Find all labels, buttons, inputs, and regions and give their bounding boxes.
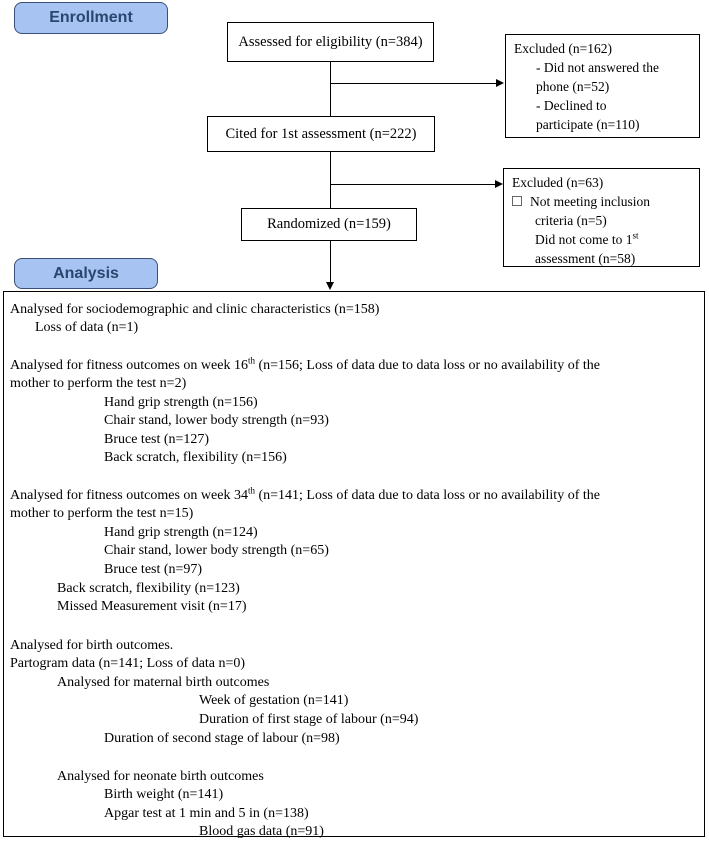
analysis-line: Analysed for sociodemographic and clinic…: [10, 302, 380, 317]
analysis-item: Duration of second stage of labour (n=98…: [104, 731, 340, 746]
analysis-label-text: Analysis: [53, 264, 119, 282]
superscript: th: [247, 485, 255, 496]
connector-exclusion-1: [330, 83, 496, 84]
analysis-line: mother to perform the test n=2): [10, 376, 187, 391]
analysis-item: Chair stand, lower body strength (n=65): [104, 543, 329, 558]
randomized-text: Randomized (n=159): [267, 216, 391, 232]
excluded-2-line: Not meeting inclusion: [512, 192, 691, 211]
analysis-line: Partogram data (n=141; Loss of data n=0): [10, 656, 246, 671]
analysis-item: Hand grip strength (n=124): [104, 525, 258, 540]
analysis-text: Analysed for fitness outcomes on week 16: [10, 358, 248, 373]
analysis-item: Week of gestation (n=141): [199, 693, 349, 708]
connector-1: [330, 62, 331, 116]
arrow-exclusion-2: [495, 180, 503, 188]
excluded-1-line: phone (n=52): [536, 79, 610, 94]
arrow-exclusion-1: [496, 79, 504, 87]
connector-2: [330, 152, 331, 208]
excluded-2-line: assessment (n=58): [535, 251, 636, 266]
excluded-1-line: - Did not answered the: [536, 60, 659, 75]
assessed-box: Assessed for eligibility (n=384): [227, 22, 434, 62]
excluded-box-1: Excluded (n=162) - Did not answered the …: [505, 34, 700, 138]
analysis-text: Analysed for fitness outcomes on week 34: [10, 488, 248, 503]
analysis-item: Analysed for maternal birth outcomes: [57, 675, 270, 690]
analysis-line: Loss of data (n=1): [35, 320, 139, 335]
excluded-2-line: criteria (n=5): [535, 213, 607, 228]
excluded-box-2: Excluded (n=63) Not meeting inclusion cr…: [503, 168, 700, 267]
analysis-text: (n=156; Loss of data due to data loss or…: [254, 358, 600, 373]
excluded-1-line: - Declined to: [536, 98, 607, 113]
analysis-line: Analysed for fitness outcomes on week 16…: [10, 355, 600, 375]
excluded-2-line: Did not come to 1st: [512, 230, 691, 249]
analysis-item: Missed Measurement visit (n=17): [57, 599, 247, 614]
cited-text: Cited for 1st assessment (n=222): [225, 125, 417, 142]
analysis-item: Bruce test (n=97): [104, 562, 203, 577]
analysis-box: Analysed for sociodemographic and clinic…: [3, 291, 705, 839]
analysis-item: Back scratch, flexibility (n=156): [104, 450, 287, 465]
analysis-item: Bruce test (n=127): [104, 432, 210, 447]
connector-3: [330, 241, 331, 283]
excluded-2-title: Excluded (n=63): [512, 175, 604, 190]
superscript: th: [247, 355, 255, 366]
analysis-item: Birth weight (n=141): [104, 787, 224, 802]
analysis-item: Back scratch, flexibility (n=123): [57, 581, 240, 596]
excluded-2-line-text: Not meeting inclusion: [530, 194, 650, 209]
analysis-line: Analysed for birth outcomes.: [10, 638, 174, 653]
analysis-item: Blood gas data (n=91): [199, 824, 324, 839]
excluded-2-line-text: Did not come to 1: [535, 232, 633, 247]
analysis-item: Chair stand, lower body strength (n=93): [104, 413, 329, 428]
analysis-text: (n=141; Loss of data due to data loss or…: [254, 488, 600, 503]
randomized-box: Randomized (n=159): [241, 208, 417, 241]
analysis-item: Analysed for neonate birth outcomes: [57, 769, 264, 784]
analysis-label: Analysis: [14, 258, 158, 289]
enrollment-label-text: Enrollment: [49, 9, 133, 26]
enrollment-label: Enrollment: [14, 2, 168, 34]
analysis-item: Duration of first stage of labour (n=94): [199, 712, 419, 727]
connector-exclusion-2: [330, 184, 495, 185]
analysis-line: mother to perform the test n=15): [10, 506, 194, 521]
excluded-1-line: participate (n=110): [536, 117, 640, 132]
cited-box: Cited for 1st assessment (n=222): [207, 116, 435, 152]
checkbox-icon: [512, 196, 522, 206]
superscript: st: [632, 230, 639, 241]
excluded-1-title: Excluded (n=162): [514, 41, 612, 56]
analysis-line: Analysed for fitness outcomes on week 34…: [10, 485, 600, 505]
analysis-item: Hand grip strength (n=156): [104, 395, 258, 410]
assessed-text: Assessed for eligibility (n=384): [238, 33, 423, 50]
analysis-item: Apgar test at 1 min and 5 in (n=138): [104, 806, 309, 821]
arrow-to-analysis: [326, 282, 334, 290]
